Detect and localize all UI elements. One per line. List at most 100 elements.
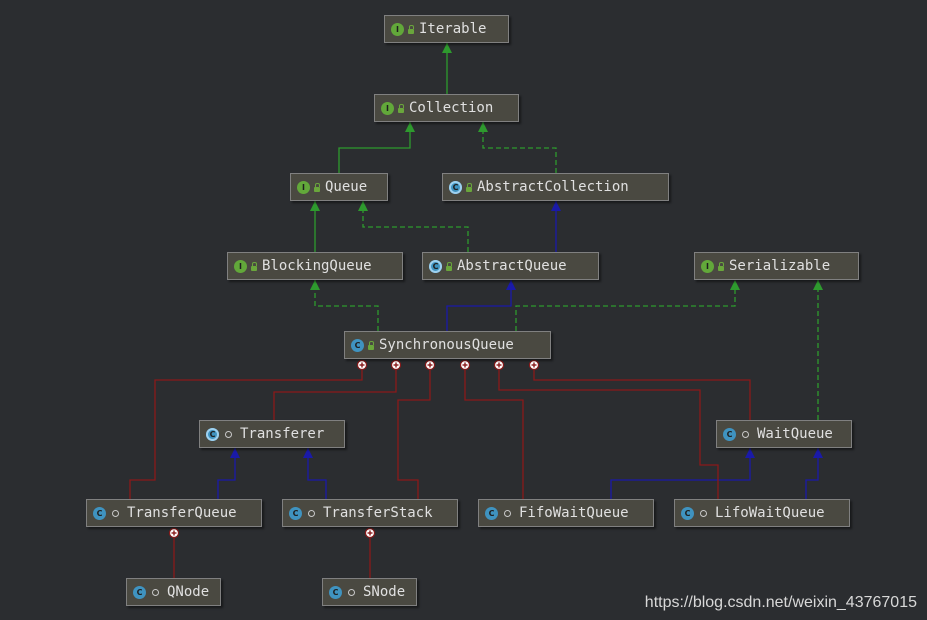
arrowhead (813, 280, 823, 290)
node-fifo-wait-queue[interactable]: C FifoWaitQueue (478, 499, 654, 527)
inner-class-plus-icon (528, 359, 540, 371)
arrowhead (230, 448, 240, 458)
arrowhead (310, 201, 320, 211)
edge-inner-lifowaitqueue (498, 365, 719, 499)
public-lock-icon (368, 340, 374, 350)
node-label: TransferQueue (127, 505, 237, 521)
class-icon: C (289, 506, 302, 520)
arrowhead (442, 43, 452, 53)
node-label: SNode (363, 584, 406, 600)
public-lock-icon (408, 24, 414, 34)
node-blocking-queue[interactable]: I BlockingQueue (227, 252, 403, 280)
edge-inner-transferqueue (129, 365, 363, 499)
node-label: Queue (325, 179, 368, 195)
node-label: AbstractQueue (457, 258, 567, 274)
public-lock-icon (446, 261, 452, 271)
inner-class-plus-icon (364, 527, 376, 539)
node-transfer-queue[interactable]: C TransferQueue (86, 499, 262, 527)
package-private-icon (348, 588, 355, 596)
package-private-icon (504, 509, 511, 517)
package-private-icon (225, 430, 232, 438)
edge-fifowaitqueue-waitqueue (610, 448, 751, 499)
public-lock-icon (398, 103, 404, 113)
interface-icon: I (381, 101, 394, 115)
edge-inner-waitqueue (533, 365, 751, 420)
edge-synchronousqueue-blockingqueue (314, 280, 379, 331)
interface-icon: I (297, 180, 310, 194)
public-lock-icon (251, 261, 257, 271)
node-lifo-wait-queue[interactable]: C LifoWaitQueue (674, 499, 850, 527)
inner-class-plus-icon (493, 359, 505, 371)
interface-icon: I (391, 22, 404, 36)
class-icon: C (681, 506, 694, 520)
arrowhead (730, 280, 740, 290)
node-wait-queue[interactable]: C WaitQueue (716, 420, 852, 448)
node-label: SynchronousQueue (379, 337, 514, 353)
node-iterable[interactable]: I Iterable (384, 15, 509, 43)
node-transferer[interactable]: C Transferer (199, 420, 345, 448)
node-abstract-queue[interactable]: C AbstractQueue (422, 252, 599, 280)
inner-class-plus-icon (424, 359, 436, 371)
node-label: Iterable (419, 21, 487, 37)
arrowhead (303, 448, 313, 458)
package-private-icon (112, 509, 119, 517)
package-private-icon (152, 588, 159, 596)
inner-class-plus-icon (168, 527, 180, 539)
edge-inner-transferer (273, 365, 397, 420)
arrowhead (310, 280, 320, 290)
edge-lifowaitqueue-waitqueue (805, 448, 819, 499)
class-icon: C (93, 506, 106, 520)
node-label: FifoWaitQueue (519, 505, 629, 521)
arrowhead (405, 122, 415, 132)
edge-inner-transferstack (397, 365, 431, 499)
node-transfer-stack[interactable]: C TransferStack (282, 499, 458, 527)
class-icon: C (351, 338, 364, 352)
class-icon: C (485, 506, 498, 520)
arrowhead (551, 201, 561, 211)
abstract-class-icon: C (449, 180, 462, 194)
package-private-icon (700, 509, 707, 517)
arrowhead (478, 122, 488, 132)
interface-icon: I (234, 259, 247, 273)
node-label: Collection (409, 100, 494, 116)
edge-abstractqueue-queue (362, 201, 469, 252)
public-lock-icon (466, 182, 472, 192)
edge-queue-collection (338, 122, 411, 173)
node-collection[interactable]: I Collection (374, 94, 519, 122)
node-label: LifoWaitQueue (715, 505, 825, 521)
arrowhead (745, 448, 755, 458)
node-snode[interactable]: C SNode (322, 578, 417, 606)
class-icon: C (329, 585, 342, 599)
interface-icon: I (701, 259, 714, 273)
node-serializable[interactable]: I Serializable (694, 252, 859, 280)
node-synchronous-queue[interactable]: C SynchronousQueue (344, 331, 551, 359)
arrowhead (506, 280, 516, 290)
watermark: https://blog.csdn.net/weixin_43767015 (644, 594, 917, 611)
arrowhead (813, 448, 823, 458)
node-label: Serializable (729, 258, 831, 274)
package-private-icon (308, 509, 315, 517)
class-icon: C (723, 427, 736, 441)
node-label: Transferer (240, 426, 325, 442)
package-private-icon (742, 430, 749, 438)
edge-transferstack-transferer (307, 448, 327, 499)
node-label: BlockingQueue (262, 258, 372, 274)
edge-transferqueue-transferer (217, 448, 236, 499)
edge-abstractcollection-collection (482, 122, 557, 173)
public-lock-icon (314, 182, 320, 192)
arrowhead (358, 201, 368, 211)
edge-inner-fifowaitqueue (464, 365, 524, 499)
node-label: AbstractCollection (477, 179, 629, 195)
node-qnode[interactable]: C QNode (126, 578, 221, 606)
node-label: WaitQueue (757, 426, 833, 442)
inner-class-plus-icon (390, 359, 402, 371)
edge-synchronousqueue-serializable (515, 280, 736, 331)
node-queue[interactable]: I Queue (290, 173, 388, 201)
class-icon: C (133, 585, 146, 599)
public-lock-icon (718, 261, 724, 271)
node-label: TransferStack (323, 505, 433, 521)
edge-synchronousqueue-abstractqueue (446, 280, 512, 331)
abstract-class-icon: C (206, 427, 219, 441)
node-abstract-collection[interactable]: C AbstractCollection (442, 173, 669, 201)
